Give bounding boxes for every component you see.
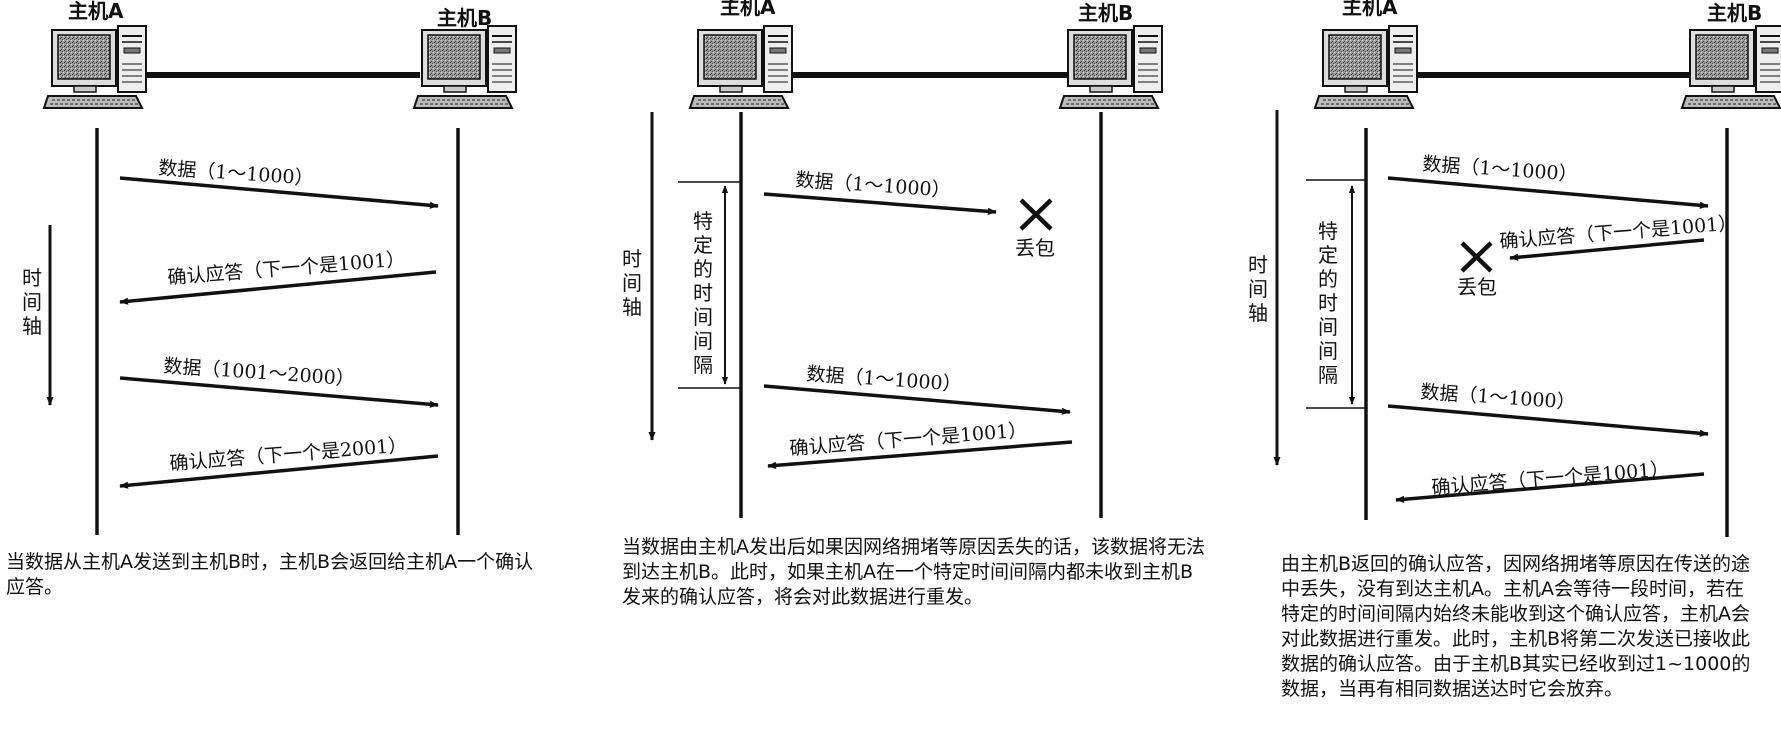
panel-2: 主机A 主机B 时间轴 特定的时间间隔 数据（1～1000） 丢包 数据（1～1… — [622, 0, 1163, 518]
host-a-computer-icon — [1314, 25, 1418, 109]
interval-label: 特定的时间间隔 — [693, 209, 713, 377]
host-b-computer-icon — [413, 25, 517, 109]
host-b-computer-icon — [1059, 25, 1163, 109]
ack-arrow — [767, 440, 1073, 469]
panel-1-caption: 当数据从主机A发送到主机B时，主机B会返回给主机A一个确认应答。 — [6, 551, 534, 598]
ack-label: 确认应答（下一个是1001） — [1431, 458, 1670, 499]
packet-loss-x-icon — [1019, 198, 1053, 231]
panel-2-caption: 当数据由主机A发出后如果因网络拥堵等原因丢失的话，该数据将无法到达主机B。此时，… — [622, 536, 1205, 608]
ack-label: 确认应答（下一个是1001） — [167, 248, 406, 289]
ack-arrow — [1395, 472, 1705, 503]
data-arrow — [119, 176, 439, 209]
time-axis-label: 时间轴 — [622, 247, 642, 319]
time-axis-label: 时间轴 — [1248, 253, 1268, 325]
packet-loss-label: 丢包 — [1457, 275, 1497, 299]
host-a-computer-icon — [689, 25, 793, 109]
host-a-label: 主机A — [68, 0, 124, 23]
host-b-label: 主机B — [1707, 1, 1762, 25]
ack-arrow — [119, 454, 439, 489]
host-a-label: 主机A — [1342, 0, 1398, 19]
panel-1: 主机A 主机B 时间轴 数据（1～1000） 确认应答（下一个是1001） 数据… — [22, 0, 517, 535]
interval-label: 特定的时间间隔 — [1318, 219, 1338, 387]
data-arrow — [119, 376, 439, 408]
data-arrow — [763, 384, 1071, 415]
packet-loss-label: 丢包 — [1015, 236, 1055, 260]
data-arrow — [1387, 176, 1709, 209]
host-b-label: 主机B — [437, 6, 492, 30]
ack-arrow — [1509, 238, 1705, 261]
data-label: 数据（1～1000） — [1422, 153, 1579, 186]
data-label: 数据（1～1000） — [1420, 381, 1577, 414]
time-axis-label: 时间轴 — [22, 266, 42, 338]
panel-3: 主机A 主机B 时间轴 特定的时间间隔 数据（1～1000） 确认应答（下一个是… — [1248, 0, 1781, 537]
host-a-computer-icon — [43, 25, 147, 109]
packet-loss-x-icon — [1460, 241, 1493, 273]
ack-arrow — [119, 270, 437, 305]
host-a-label: 主机A — [720, 0, 776, 19]
data-arrow — [763, 192, 997, 215]
host-b-computer-icon — [1681, 25, 1781, 109]
data-arrow — [1387, 404, 1709, 437]
panel-3-caption: 由主机B返回的确认应答，因网络拥堵等原因在传送的途中丢失，没有到达主机A。主机A… — [1281, 553, 1751, 700]
host-b-label: 主机B — [1078, 1, 1133, 25]
